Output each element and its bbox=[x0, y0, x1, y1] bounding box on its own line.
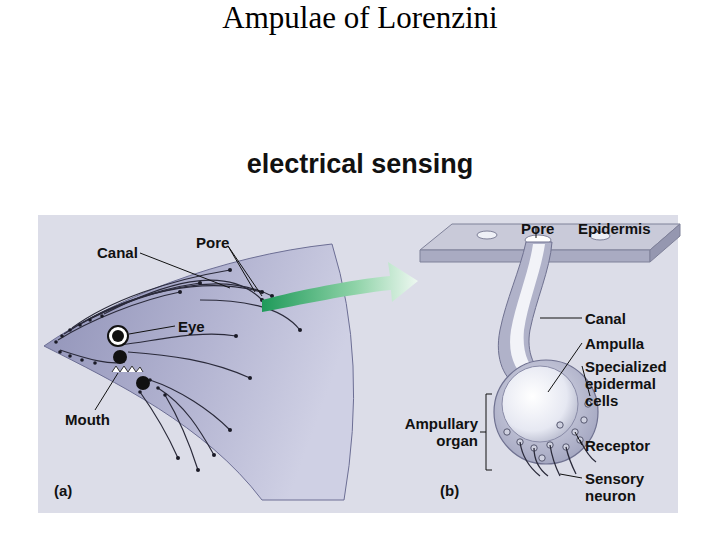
title: Ampulae of Lorenzini bbox=[0, 0, 720, 36]
part-label: Eye bbox=[178, 318, 205, 335]
receptor-cells bbox=[504, 401, 591, 461]
eye bbox=[108, 326, 128, 346]
part-label: Ampullary organ bbox=[388, 415, 478, 449]
panel-label: (a) bbox=[54, 482, 72, 499]
gill-dot bbox=[136, 376, 150, 390]
organ-bracket bbox=[480, 394, 492, 470]
part-label: Pore bbox=[196, 234, 229, 251]
panel-label: (b) bbox=[440, 482, 459, 499]
panel-background bbox=[38, 215, 678, 513]
canal-lumen bbox=[510, 244, 545, 380]
pore-hole bbox=[477, 231, 497, 239]
ampulla-lumen bbox=[502, 366, 578, 442]
part-label: Canal bbox=[97, 244, 138, 261]
nostril bbox=[113, 350, 127, 364]
sensory-neurons bbox=[520, 440, 596, 476]
leader-lines bbox=[95, 226, 600, 478]
part-label: Receptor bbox=[585, 437, 650, 454]
eye-pupil bbox=[112, 330, 124, 342]
shark-head bbox=[44, 244, 354, 500]
part-label: Epidermis bbox=[578, 220, 651, 237]
part-label: Sensory neuron bbox=[585, 470, 680, 504]
teeth bbox=[112, 366, 143, 372]
zoom-arrow bbox=[262, 262, 418, 312]
ampullary-bulb bbox=[494, 360, 598, 464]
part-label: Pore bbox=[521, 220, 554, 237]
subtitle: electrical sensing bbox=[0, 148, 720, 180]
part-label: Specialized epidermal cells bbox=[585, 358, 685, 409]
pore-dots bbox=[54, 268, 302, 472]
part-label: Canal bbox=[585, 310, 626, 327]
part-label: Mouth bbox=[65, 411, 110, 428]
epidermis-side bbox=[650, 224, 680, 262]
part-label: Ampulla bbox=[585, 335, 644, 352]
